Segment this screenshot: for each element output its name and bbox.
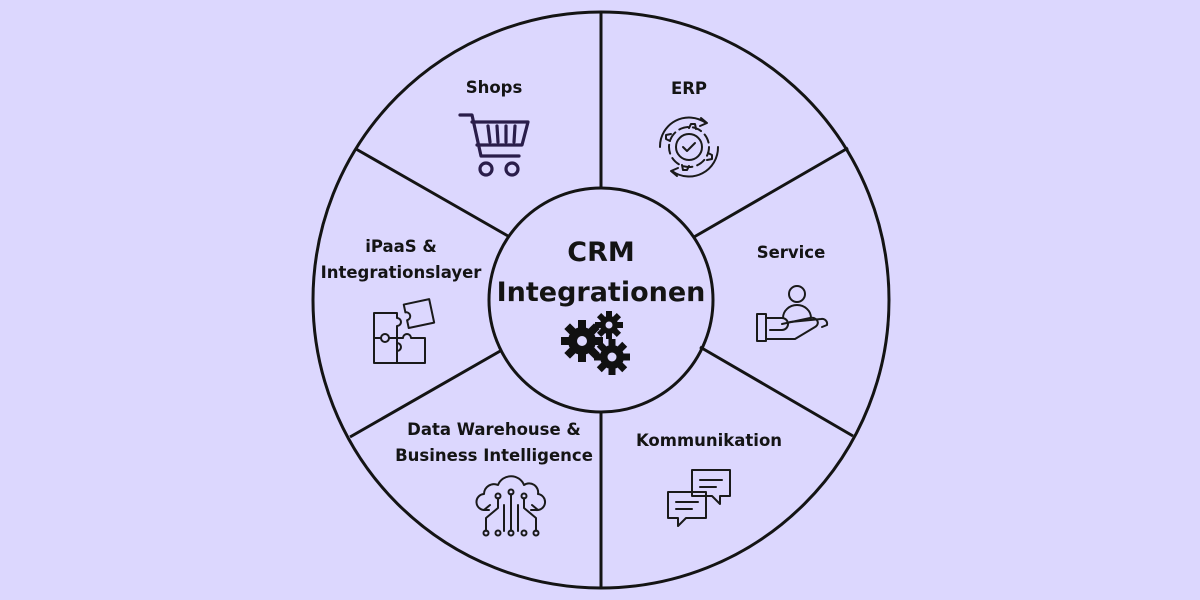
center-title-line-2: Integrationen <box>497 277 706 308</box>
segment-ipaas-label-line-1: iPaaS & <box>365 237 437 256</box>
segment-shops: Shops <box>458 78 530 177</box>
puzzle-icon <box>373 298 436 364</box>
segment-service-label: Service <box>757 243 826 262</box>
divider-lower-left <box>349 348 503 439</box>
chat-bubbles-icon <box>667 469 731 527</box>
segment-data-warehouse-label-line-1: Data Warehouse & <box>407 420 581 439</box>
segment-data-warehouse: Data Warehouse & Business Intelligence <box>395 420 593 537</box>
segment-kommunikation-label: Kommunikation <box>636 431 782 450</box>
segment-erp-label: ERP <box>671 79 707 98</box>
divider-upper-right <box>693 146 849 239</box>
gears-icon <box>561 311 630 375</box>
shopping-cart-icon <box>458 113 530 177</box>
segment-shops-label: Shops <box>466 78 523 97</box>
center-title-line-1: CRM <box>567 237 634 268</box>
segment-service: Service <box>756 243 829 342</box>
gear-check-cycle-icon <box>658 116 720 178</box>
segment-ipaas: iPaaS & Integrationslayer <box>321 237 483 364</box>
segment-dividers <box>349 12 854 588</box>
segment-erp: ERP <box>658 79 720 178</box>
hand-user-icon <box>756 285 829 342</box>
divider-upper-left <box>355 147 509 238</box>
cloud-network-icon <box>475 475 547 537</box>
divider-lower-right <box>699 345 854 438</box>
segment-data-warehouse-label-line-2: Business Intelligence <box>395 446 593 465</box>
segment-kommunikation: Kommunikation <box>636 431 782 527</box>
segment-ipaas-label-line-2: Integrationslayer <box>321 263 483 282</box>
center-circle <box>487 186 715 414</box>
